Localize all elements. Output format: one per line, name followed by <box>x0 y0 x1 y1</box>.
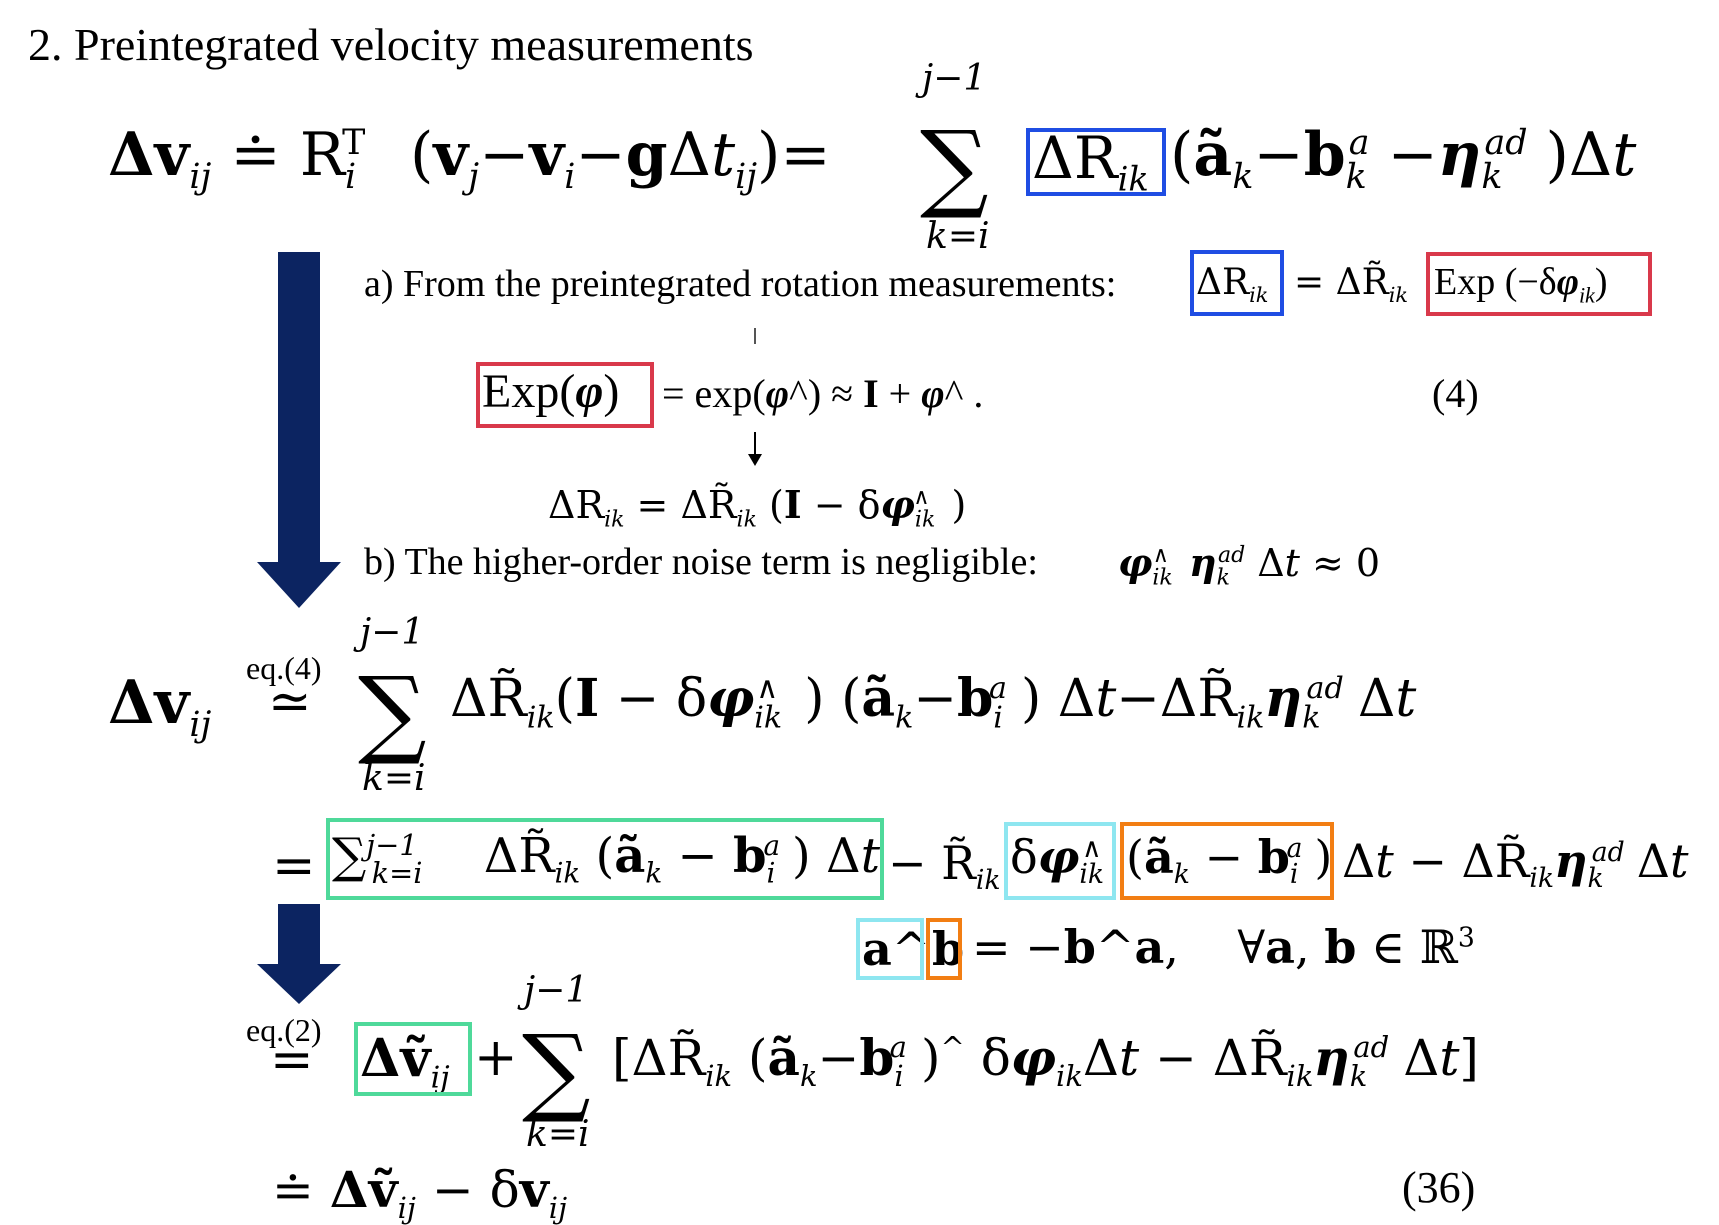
page-title: 2. Preintegrated velocity measurements <box>28 19 754 70</box>
eq2-rel: ≃ <box>268 672 312 732</box>
eq3-mid: − R̃ik <box>888 836 1001 897</box>
eq3-boxed-sum: ∑j−1k=i ΔR̃ik (ãk − bia) Δt <box>332 828 880 890</box>
note-a-text: a) From the preintegrated rotation measu… <box>364 263 1117 305</box>
eq-main-paren: (vj−vi−gΔtij)= <box>410 120 831 197</box>
eq4-boxed-exp: Exp(φ) <box>482 365 620 418</box>
note-a-exp: Exp (−δφik) <box>1434 261 1608 308</box>
red-box-note-a <box>1426 252 1652 316</box>
eq-main-sum-upper: j−1 <box>922 58 987 99</box>
eq3-boxed-accel: (ãk − bia) <box>1126 830 1333 891</box>
eq2-label: eq.(4) <box>246 650 322 686</box>
down-arrow-1-head-icon <box>257 562 341 608</box>
cyan-box-dphi <box>1004 822 1116 900</box>
eq-rik: ΔRik = ΔR̃ik (I − δφik∧) <box>548 482 967 533</box>
eq4-rest: = exp(φ^) ≈ I + φ^ . <box>662 371 984 416</box>
eq-main-tail: (ãk−bka−ηkad)Δt <box>1170 120 1637 197</box>
eq2-sigma: ∑ <box>358 656 427 768</box>
small-arrow-shaft <box>754 432 756 456</box>
eq4-boxed-vtilde: Δṽij <box>360 1028 450 1096</box>
eq2-sum-upper: j−1 <box>360 612 425 653</box>
note-a-mid: = ΔR̃ik <box>1294 262 1409 308</box>
eq4-plus: + <box>474 1028 518 1088</box>
eq4-rel: = <box>270 1030 314 1090</box>
tick-line <box>754 328 756 344</box>
green-box-vtilde <box>354 1022 472 1096</box>
eq-main-sigma: ∑ <box>920 110 989 222</box>
down-arrow-1-shaft <box>278 252 320 564</box>
cyan-box-identity <box>856 918 924 980</box>
eq2-sum-lower: k=i <box>362 758 426 799</box>
eq4-sum-upper: j−1 <box>524 970 589 1011</box>
eq2-lhs: Δvij <box>108 668 212 745</box>
identity-rest: = −b^a, ∀a, b ∈ ℝ3 <box>972 920 1475 974</box>
eq3-equals: = <box>272 836 316 896</box>
eq4-sum-lower: k=i <box>526 1114 590 1155</box>
down-arrow-2-shaft <box>278 904 320 966</box>
note-a-boxed-rotation: ΔRik <box>1196 262 1269 308</box>
down-arrow-2-head-icon <box>257 964 341 1004</box>
eq-final: ≐ Δṽij − δvij <box>272 1160 568 1225</box>
eq-final-number: (36) <box>1402 1163 1476 1212</box>
orange-box-identity <box>926 918 962 980</box>
eq4-sigma: ∑ <box>522 1014 591 1126</box>
blue-box-note-a <box>1190 250 1284 316</box>
note-b-text: b) The higher-order noise term is neglig… <box>364 541 1038 583</box>
orange-box-accel <box>1120 822 1334 900</box>
small-arrow-head-icon <box>748 454 762 466</box>
red-box-eq4 <box>476 362 654 428</box>
eq4-number: (4) <box>1432 371 1479 416</box>
eq-main-sum-lower: k=i <box>926 216 990 257</box>
blue-box-main <box>1026 128 1166 196</box>
eq-main-lhs: Δvij ≐ RiT <box>108 120 366 197</box>
green-box-sum <box>326 818 884 900</box>
eq-main-boxed-rotation: ΔRik <box>1032 124 1149 199</box>
eq4-label: eq.(2) <box>246 1012 322 1048</box>
eq3-boxed-dphi: δφik∧ <box>1010 830 1105 891</box>
